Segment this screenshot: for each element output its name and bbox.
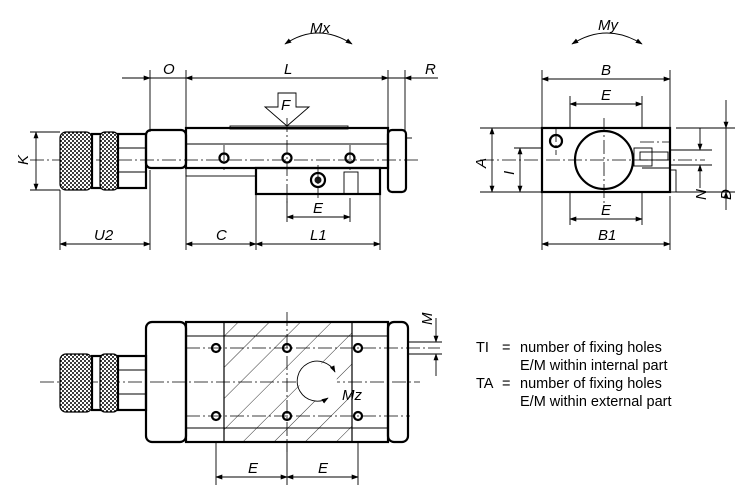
label-o: O	[163, 61, 175, 78]
label-n: N	[693, 189, 710, 200]
legend-ti-line2: E/M within internal part	[520, 358, 667, 374]
label-r: R	[425, 61, 436, 78]
legend-ta-eq: =	[502, 376, 510, 392]
micrometer-knob-top	[59, 353, 148, 413]
label-c: C	[216, 227, 227, 244]
label-b: B	[601, 62, 611, 79]
moment-mx-arrow	[284, 32, 353, 45]
legend-ti-key: TI	[476, 340, 489, 356]
fixing-holes-top	[210, 342, 364, 422]
label-e-front: E	[313, 200, 324, 217]
label-mx: Mx	[310, 20, 330, 37]
legend-ti-line1: number of fixing holes	[520, 340, 662, 356]
label-a: A	[473, 158, 490, 169]
force-f-arrow	[263, 92, 311, 127]
top-view: Mz M E E	[40, 312, 442, 485]
label-e-side-top: E	[601, 87, 612, 104]
label-e-side-bottom: E	[601, 202, 612, 219]
side-view: My B E A I	[473, 17, 735, 250]
moment-my-arrow	[571, 32, 643, 45]
label-l: L	[284, 61, 292, 78]
label-d: D	[718, 189, 735, 200]
label-l1: L1	[310, 227, 327, 244]
label-i: I	[501, 171, 518, 175]
label-k: K	[15, 154, 32, 165]
legend: TI = number of fixing holes E/M within i…	[476, 340, 672, 410]
label-m: M	[419, 312, 436, 325]
label-e-top-left: E	[248, 460, 259, 477]
label-e-top-right: E	[318, 460, 329, 477]
legend-ti-eq: =	[502, 340, 510, 356]
label-my: My	[598, 17, 619, 34]
micrometer-knob-front	[59, 131, 148, 191]
legend-ta-key: TA	[476, 376, 494, 392]
label-mz: Mz	[342, 387, 362, 404]
front-view: Mx O L R F	[15, 20, 438, 250]
legend-ta-line1: number of fixing holes	[520, 376, 662, 392]
moment-mz-arrow	[296, 360, 336, 404]
label-f: F	[281, 97, 291, 114]
legend-ta-line2: E/M within external part	[520, 394, 672, 410]
label-b1: B1	[598, 227, 616, 244]
label-u2: U2	[94, 227, 114, 244]
